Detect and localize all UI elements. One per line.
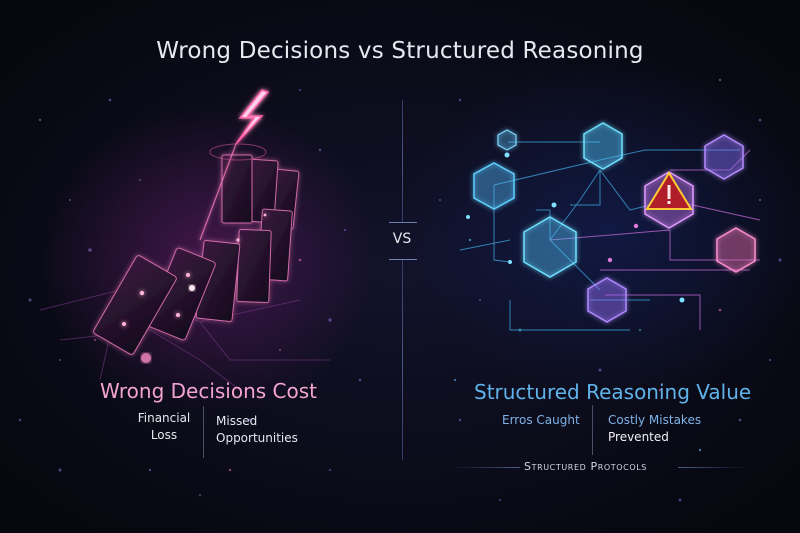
protocols-line-left xyxy=(452,467,520,468)
right-panel-heading: Structured Reasoning Value xyxy=(474,380,752,404)
center-divider-bar-bottom xyxy=(389,259,417,260)
stat-errors-caught: Erros Caught xyxy=(502,413,580,427)
node-center xyxy=(523,216,577,278)
vs-label: VS xyxy=(392,231,412,247)
left-panel-heading: Wrong Decisions Cost xyxy=(100,379,318,403)
node-top-right xyxy=(704,134,744,180)
right-stat-divider xyxy=(592,405,593,455)
protocols-line-right xyxy=(678,467,748,468)
page-title: Wrong Decisions vs Structured Reasoning xyxy=(156,38,644,64)
stat-financial-loss: Financial Loss xyxy=(137,411,191,442)
center-divider-bar-top xyxy=(389,222,417,223)
stat-costly-mistakes-prevented: Costly Mistakes Prevented xyxy=(608,413,702,444)
structured-protocols-label: Structured Protocols xyxy=(524,460,647,473)
stat-missed-opportunities: Missed Opportunities xyxy=(216,414,298,445)
reasoning-network-illustration xyxy=(459,122,761,331)
node-small xyxy=(497,129,517,151)
lightning-bolt-icon xyxy=(235,89,270,145)
left-stat-divider xyxy=(203,406,204,458)
node-bottom xyxy=(587,277,627,323)
node-left xyxy=(473,162,515,210)
node-right xyxy=(716,227,756,273)
falling-dominoes-illustration xyxy=(39,89,330,391)
center-divider-bottom xyxy=(402,260,403,460)
warning-icon xyxy=(645,171,693,210)
node-top xyxy=(583,122,623,170)
center-divider-top xyxy=(402,100,403,222)
